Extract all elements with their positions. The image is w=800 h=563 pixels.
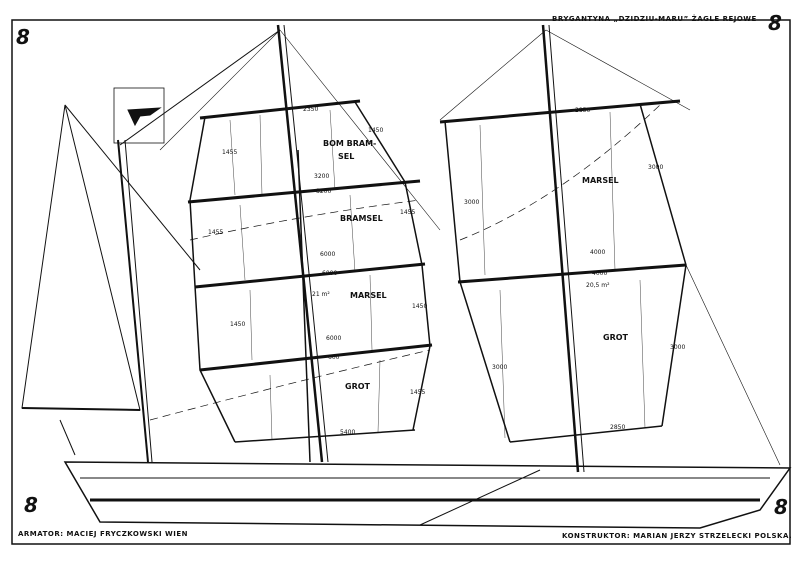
sail-label-main-grot: GROT bbox=[603, 333, 628, 342]
dimension: 6000 bbox=[320, 251, 336, 258]
designer-caption: KONSTRUKTOR: MARIAN JERZY STRZELECKI POL… bbox=[562, 532, 793, 540]
dimension: 3000 bbox=[464, 199, 480, 206]
hull bbox=[63, 461, 792, 529]
sail-label-main-marsel: MARSEL bbox=[582, 176, 619, 185]
dimension: 1455 bbox=[222, 149, 238, 156]
dimension: 1455 bbox=[208, 229, 224, 236]
sheet-number-bottom-right: 8 bbox=[774, 495, 788, 519]
flag-emblem bbox=[127, 107, 162, 127]
fore-sail-area: 21 m² bbox=[312, 291, 330, 298]
main-sail-area: 20,5 m² bbox=[586, 282, 610, 289]
dimension: 2350 bbox=[303, 106, 319, 113]
dimension: 1450 bbox=[368, 127, 384, 134]
dimension: 6000 bbox=[322, 270, 338, 277]
sail-label-bom-bramsel: BOM BRAM- bbox=[323, 139, 377, 148]
sail-label-bramsel: BRAMSEL bbox=[340, 214, 383, 223]
dimension: 1455 bbox=[400, 209, 416, 216]
dimension: 2850 bbox=[610, 424, 626, 431]
fore-square-rig bbox=[149, 24, 441, 463]
drawing-title: BRYGANTYNA „DZIDZIU-MARU” ŻAGLE REJOWE bbox=[552, 15, 757, 23]
foremast-rig bbox=[21, 29, 281, 463]
dimension: 2850 bbox=[575, 107, 591, 114]
sail-label-fore-marsel: MARSEL bbox=[350, 291, 387, 300]
dimension: 6000 bbox=[326, 335, 342, 342]
flag bbox=[113, 87, 165, 144]
sail-label-fore-grot: GROT bbox=[345, 382, 370, 391]
dimension: 4000 bbox=[590, 249, 606, 256]
drawing-frame bbox=[11, 19, 791, 545]
dimension: 8200 bbox=[316, 188, 332, 195]
sheet-number-top-left: 8 bbox=[16, 25, 30, 49]
main-rig bbox=[439, 24, 781, 473]
sheet-number-bottom-left: 8 bbox=[24, 493, 38, 517]
owner-caption: ARMATOR: MACIEJ FRYCZKOWSKI WIEN bbox=[18, 530, 189, 538]
dimension: 3000 bbox=[648, 164, 664, 171]
dimension: 600 bbox=[328, 354, 340, 361]
dimension: 3200 bbox=[314, 173, 330, 180]
dimension: 4000 bbox=[592, 270, 608, 277]
dimension: 5400 bbox=[340, 429, 356, 436]
dimension: 3000 bbox=[670, 344, 686, 351]
dimension: 1450 bbox=[230, 321, 246, 328]
sheet-number-top-right: 8 bbox=[768, 11, 782, 35]
sail-label-bom-bramsel-2: SEL bbox=[338, 152, 355, 161]
dimension: 1450 bbox=[412, 303, 428, 310]
dimension: 1455 bbox=[410, 389, 426, 396]
dimension: 3000 bbox=[492, 364, 508, 371]
